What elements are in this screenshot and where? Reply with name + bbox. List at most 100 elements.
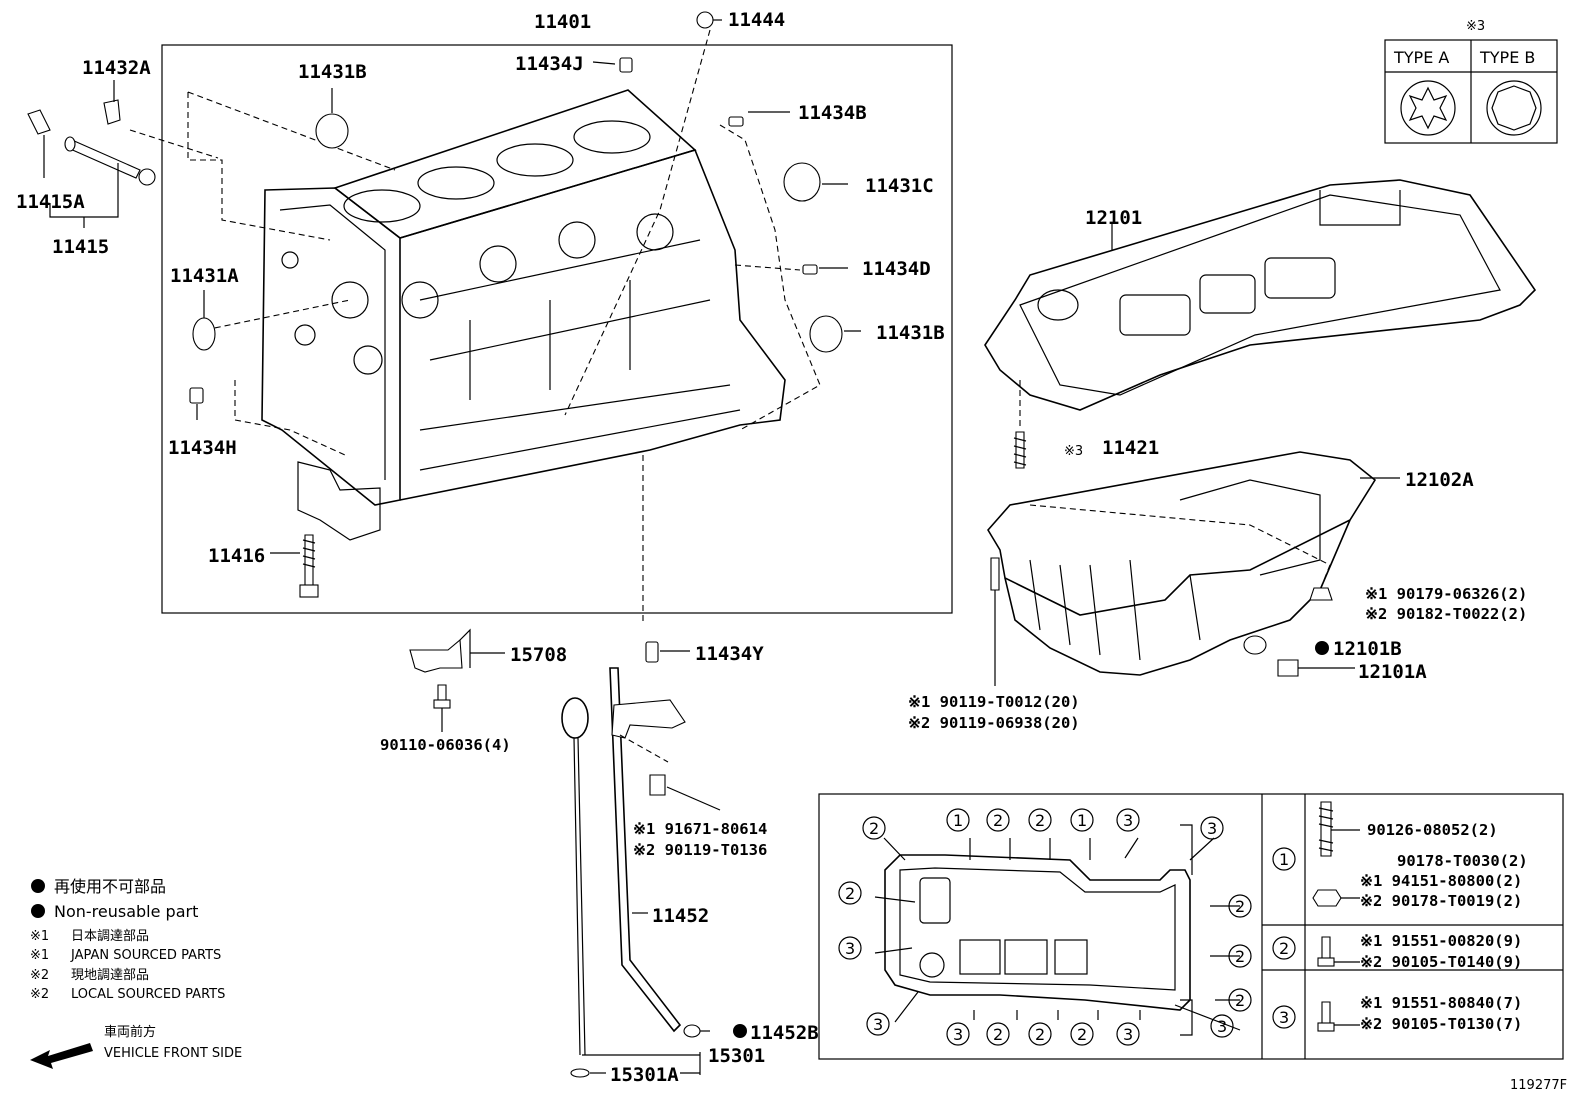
svg-text:2: 2 <box>1235 991 1245 1010</box>
oil-pan-lower-12102A <box>987 451 1377 676</box>
row1-line1: 90126-08052(2) <box>1367 821 1498 839</box>
stud-11421 <box>1015 431 1025 469</box>
label-11415: 11415 <box>52 236 109 258</box>
row2-symbol: 2 <box>1279 939 1289 958</box>
o-ring-11452B <box>683 1024 701 1038</box>
block-frame <box>161 44 953 614</box>
label-15301: 15301 <box>708 1045 765 1067</box>
label-12101B: 12101B <box>1333 638 1402 660</box>
bolt-11416-head <box>299 584 319 598</box>
pan-bolt-circle-labels: 2 1 2 2 1 3 3 2 3 3 2 2 2 3 3 2 2 2 3 <box>838 808 1252 1046</box>
note-bracket-bolt-1: ※1 91671-80614 <box>633 820 767 838</box>
oil-pan-bolt <box>990 557 1000 591</box>
label-12101: 12101 <box>1085 207 1142 229</box>
bolt-91551-80840 <box>1321 1001 1331 1026</box>
row3-line1: ※1 91551-80840(7) <box>1360 994 1522 1012</box>
type-table <box>1384 39 1558 144</box>
oil-pan-upper-12101 <box>984 179 1537 411</box>
oil-jet-assembly-11415 <box>27 99 156 186</box>
label-90110: 90110-06036(4) <box>380 736 511 754</box>
label-11431C: 11431C <box>865 175 934 197</box>
label-11434J: 11434J <box>515 53 584 75</box>
non-reusable-11452B-icon <box>733 1024 747 1038</box>
pin-11434J <box>619 57 633 73</box>
o-ring-15301A <box>570 1068 590 1078</box>
cylinder-block-illustration <box>261 89 786 541</box>
oil-pan-bolt-position-illustration <box>884 854 1191 1011</box>
row1-line4: ※2 90178-T0019(2) <box>1360 892 1522 910</box>
type-a-label: TYPE A <box>1393 48 1449 67</box>
drain-plug-12101A <box>1277 659 1299 677</box>
svg-text:2: 2 <box>845 884 855 903</box>
svg-text:2: 2 <box>993 811 1003 830</box>
label-11434B: 11434B <box>798 102 867 124</box>
gasket-12101B <box>1243 635 1267 655</box>
bracket-bolt <box>649 774 666 796</box>
vehicle-front-arrow-icon <box>30 1043 93 1069</box>
row1-line3: ※1 94151-80800(2) <box>1360 872 1522 890</box>
nut-90178 <box>1312 889 1342 907</box>
plug-11431B-side <box>809 315 843 353</box>
row3-symbol: 3 <box>1279 1008 1289 1027</box>
label-11431B-top: 11431B <box>298 61 367 83</box>
svg-text:2: 2 <box>1235 947 1245 966</box>
row3-line2: ※2 90105-T0130(7) <box>1360 1015 1522 1033</box>
label-11415A: 11415A <box>16 191 85 213</box>
note-drain-gasket-2: ※2 90182-T0022(2) <box>1365 605 1527 623</box>
expansion-plug-11431B-top <box>315 113 349 149</box>
svg-text:1: 1 <box>1077 811 1087 830</box>
plug-11444 <box>696 11 714 29</box>
label-11434H: 11434H <box>168 437 237 459</box>
label-11421-mark: ※3 <box>1064 444 1083 459</box>
svg-text:3: 3 <box>1207 819 1217 838</box>
legend-mark-2a: ※2 <box>30 968 49 983</box>
legend-local-jp: 現地調達部品 <box>71 968 149 983</box>
label-11434D: 11434D <box>862 258 931 280</box>
label-11434Y: 11434Y <box>695 643 764 665</box>
svg-text:2: 2 <box>1235 897 1245 916</box>
svg-text:3: 3 <box>1123 811 1133 830</box>
note-bracket-bolt-2: ※2 90119-T0136 <box>633 841 767 859</box>
label-15301A: 15301A <box>610 1064 679 1086</box>
bolt-91551-00820 <box>1321 936 1331 961</box>
oil-level-gauge-15301 <box>561 697 590 1078</box>
non-reusable-bullet-icon <box>31 904 45 918</box>
plug-11431C <box>783 162 821 202</box>
svg-text:2: 2 <box>1077 1025 1087 1044</box>
label-11452: 11452 <box>652 905 709 927</box>
label-12102A: 12102A <box>1405 469 1474 491</box>
dipstick-guide-11452 <box>609 667 721 1033</box>
svg-text:3: 3 <box>1217 1017 1227 1036</box>
svg-text:2: 2 <box>869 819 879 838</box>
bolt-position-frame <box>818 793 1564 1060</box>
type-table-mark: ※3 <box>1466 19 1485 34</box>
oil-strainer-15708 <box>409 628 471 709</box>
legend-local-en: LOCAL SOURCED PARTS <box>71 987 225 1002</box>
pin-11434D <box>802 264 818 275</box>
note-pan-bolt-2: ※2 90119-06938(20) <box>908 714 1080 732</box>
svg-text:2: 2 <box>993 1025 1003 1044</box>
type-b-label: TYPE B <box>1479 48 1535 67</box>
label-15708: 15708 <box>510 644 567 666</box>
label-11432A: 11432A <box>82 57 151 79</box>
svg-text:2: 2 <box>1035 811 1045 830</box>
svg-text:3: 3 <box>953 1025 963 1044</box>
row2-line1: ※1 91551-00820(9) <box>1360 932 1522 950</box>
svg-text:3: 3 <box>873 1015 883 1034</box>
diagram-id: 119277F <box>1510 1078 1567 1093</box>
legend-front-en: VEHICLE FRONT SIDE <box>104 1046 242 1061</box>
legend-front-jp: 車両前方 <box>104 1024 156 1040</box>
plug-11431A <box>192 317 216 351</box>
non-reusable-bullet-icon <box>31 879 45 893</box>
legend-non-reusable-jp: 再使用不可部品 <box>54 877 166 896</box>
type-a-torx-icon <box>1400 80 1456 136</box>
legend-non-reusable-en: Non-reusable part <box>54 902 198 921</box>
legend-japan-en: JAPAN SOURCED PARTS <box>70 948 221 963</box>
row1-symbol: 1 <box>1279 850 1289 869</box>
legend-mark-2b: ※2 <box>30 987 49 1002</box>
svg-text:3: 3 <box>845 939 855 958</box>
pin-11434Y <box>645 641 659 663</box>
type-b-hex-socket-icon <box>1486 80 1542 136</box>
svg-text:3: 3 <box>1123 1025 1133 1044</box>
legend-mark-1a: ※1 <box>30 929 49 944</box>
